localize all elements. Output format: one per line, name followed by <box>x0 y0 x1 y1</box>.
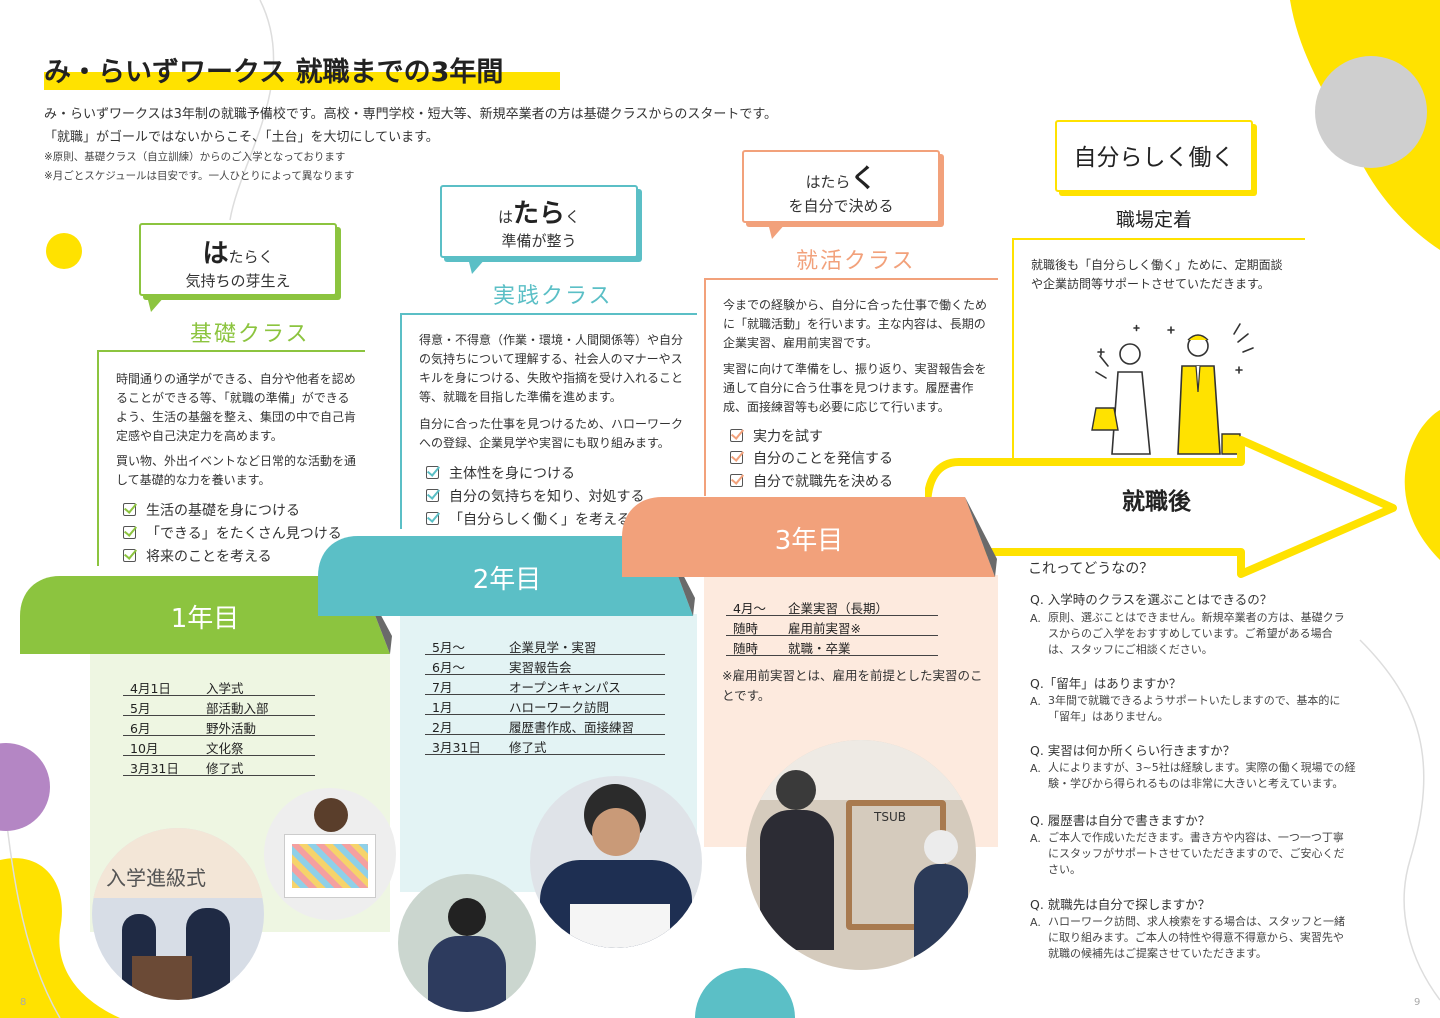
page-number-left: 8 <box>20 997 27 1008</box>
description-text: 実習に向けて準備をし、振り返り、実習報告会を通して自分に合う仕事を見つけます。履… <box>723 362 987 414</box>
faq-question: Q. 履歴書は自分で書きますか？ <box>1030 813 1211 828</box>
description-text: 時間通りの通学ができる、自分や他者を認めることができる等、「就職の準備」ができる… <box>116 372 357 443</box>
schedule-row: 1月ハローワーク訪問 <box>425 695 665 715</box>
year-label: 2年目 <box>472 565 542 595</box>
photo-student-walking <box>398 874 536 1012</box>
schedule-row: 随時雇用前実習※ <box>726 616 938 636</box>
photo-workplace-training: TSUB <box>746 740 976 970</box>
schedule-row: 6月～実習報告会 <box>425 655 665 675</box>
faq-answer: 3年間で就職できるようサポートいたしますので、基本的に「留年」はありません。 <box>1048 694 1341 723</box>
faq-answer-prefix: A. <box>1030 612 1041 625</box>
note-text: ※月ごとスケジュールは目安です。一人ひとりによって異なります <box>44 170 355 182</box>
footnote-text: ※雇用前実習とは、雇用を前提とした実習のことです。 <box>722 668 983 703</box>
photo-student-artwork <box>264 788 396 920</box>
intro-text: 「就職」がゴールではないからこそ、「土台」を大切にしています。 <box>44 130 439 145</box>
schedule-row: 3月31日修了式 <box>425 735 665 755</box>
faq-answer: ご本人で作成いただきます。書き方や内容は、一つ一つ丁寧にスタッフがサポートさせて… <box>1048 831 1345 876</box>
description-text: 今までの経験から、自分に合った仕事で働くために「就職活動」を行います。主な内容は… <box>723 298 988 350</box>
after-content-box: 就職後も「自分らしく働く」ために、定期面談や企業訪問等サポートさせていただきます… <box>1012 238 1305 460</box>
faq-answer-prefix: A. <box>1030 832 1041 845</box>
check-icon <box>123 526 136 539</box>
working-people-illustration <box>1091 323 1254 455</box>
checklist-item: 「自分らしく働く」を考える <box>426 509 631 529</box>
faq-answer-prefix: A. <box>1030 762 1041 775</box>
photo-student-writing <box>530 776 702 948</box>
schedule-table: 4月1日入学式 5月部活動入部 6月野外活動 10月文化祭 3月31日修了式 <box>123 676 315 776</box>
note-text: ※原則、基礎クラス（自立訓練）からのご入学となっております <box>44 151 346 163</box>
faq-answer: 原則、選ぶことはできません。新規卒業者の方は、基礎クラスからのご入学をおすすめし… <box>1048 611 1345 656</box>
schedule-table: 5月～企業見学・実習 6月～実習報告会 7月オープンキャンパス 1月ハローワーク… <box>425 635 665 755</box>
year-label: 3年目 <box>774 526 844 556</box>
page-title: み・らいずワークス 就職までの3年間 <box>44 57 504 88</box>
checklist-item: 生活の基礎を身につける <box>123 500 300 520</box>
checklist-item: 実力を試す <box>730 426 823 446</box>
stage2-content-box: 得意・不得意（作業・環境・人間関係等）や自分の気持ちについて理解する、社会人のマ… <box>400 313 697 529</box>
schedule-row: 5月部活動入部 <box>123 696 315 716</box>
ceremony-banner-text: 入学進級式 <box>106 866 206 890</box>
speech-bubble-stage1: はたらく 気持ちの芽生え <box>139 223 337 312</box>
faq-heading: これってどうなの？ <box>1028 561 1154 577</box>
checklist-item: 自分のことを発信する <box>730 448 893 468</box>
faq-answer: 人によりますが、3~5社は経験します。実際の働く現場での経験・学びから得られるも… <box>1048 761 1356 790</box>
schedule-row: 5月～企業見学・実習 <box>425 635 665 655</box>
description-text: 得意・不得意（作業・環境・人間関係等）や自分の気持ちについて理解する、社会人のマ… <box>419 333 684 404</box>
year-label: 1年目 <box>170 604 240 634</box>
faq-question: Q. 実習は何か所くらい行きますか？ <box>1030 743 1236 758</box>
schedule-row: 10月文化祭 <box>123 736 315 756</box>
checklist-item: 主体性を身につける <box>426 463 575 483</box>
check-icon <box>426 512 439 525</box>
schedule-row: 4月～企業実習（長期） <box>726 596 938 616</box>
faq-answer: ハローワーク訪問、求人検索をする場合は、スタッフと一緒に取り組みます。ご本人の特… <box>1048 915 1345 960</box>
workplace-sign-text: TSUB <box>874 810 906 824</box>
schedule-row: 3月31日修了式 <box>123 756 315 776</box>
description-text: 買い物、外出イベントなど日常的な活動を通して基礎的な力を養います。 <box>116 454 357 487</box>
year3-banner <box>622 497 997 577</box>
schedule-row: 4月1日入学式 <box>123 676 315 696</box>
check-icon <box>123 549 136 562</box>
class-name: 基礎クラス <box>190 322 310 347</box>
schedule-row: 2月履歴書作成、面接練習 <box>425 715 665 735</box>
intro-text: み・らいずワークスは3年制の就職予備校です。高校・専門学校・短大等、新規卒業者の… <box>44 107 778 122</box>
check-icon <box>730 429 743 442</box>
faq-question: Q. 入学時のクラスを選ぶことはできるの？ <box>1030 592 1273 607</box>
description-text: 自分に合った仕事を見つけるため、ハローワークへの登録、企業見学や実習にも取り組み… <box>419 417 684 450</box>
check-icon <box>730 451 743 464</box>
class-name: 就活クラス <box>796 249 916 274</box>
page-number-right: 9 <box>1414 997 1421 1008</box>
faq-question: Q. 就職先は自分で探しますか？ <box>1030 897 1211 912</box>
section-title: 職場定着 <box>1116 209 1193 231</box>
description-text: 就職後も「自分らしく働く」ために、定期面談や企業訪問等サポートさせていただきます… <box>1031 258 1283 291</box>
faq-answer-prefix: A. <box>1030 695 1041 708</box>
arrow-label: 就職後 <box>1122 489 1191 515</box>
schedule-row: 随時就職・卒業 <box>726 636 938 656</box>
check-icon <box>730 474 743 487</box>
check-icon <box>426 489 439 502</box>
check-icon <box>123 503 136 516</box>
checklist-item: 「できる」をたくさん見つける <box>123 523 342 543</box>
speech-bubble-stage2: はたらく 準備が整う <box>440 185 638 274</box>
stage1-content-box: 時間通りの通学ができる、自分や他者を認めることができる等、「就職の準備」ができる… <box>97 350 365 566</box>
faq-answer-prefix: A. <box>1030 916 1041 929</box>
check-icon <box>426 466 439 479</box>
faq-question: Q.「留年」はありますか？ <box>1030 676 1182 691</box>
schedule-table: 4月～企業実習（長期） 随時雇用前実習※ 随時就職・卒業 <box>726 596 938 656</box>
class-name: 実践クラス <box>493 284 613 309</box>
checklist-item: 自分の気持ちを知り、対処する <box>426 486 644 506</box>
checklist-item: 将来のことを考える <box>123 546 272 566</box>
checklist-item: 自分で就職先を決める <box>730 471 893 491</box>
photo-ceremony: 入学進級式 <box>92 828 264 1000</box>
speech-bubble-after: 自分らしく働く <box>1055 120 1253 192</box>
title-highlight <box>44 72 560 90</box>
schedule-row: 6月野外活動 <box>123 716 315 736</box>
speech-bubble-stage3: はたらく を自分で決める <box>742 150 940 239</box>
schedule-row: 7月オープンキャンパス <box>425 675 665 695</box>
